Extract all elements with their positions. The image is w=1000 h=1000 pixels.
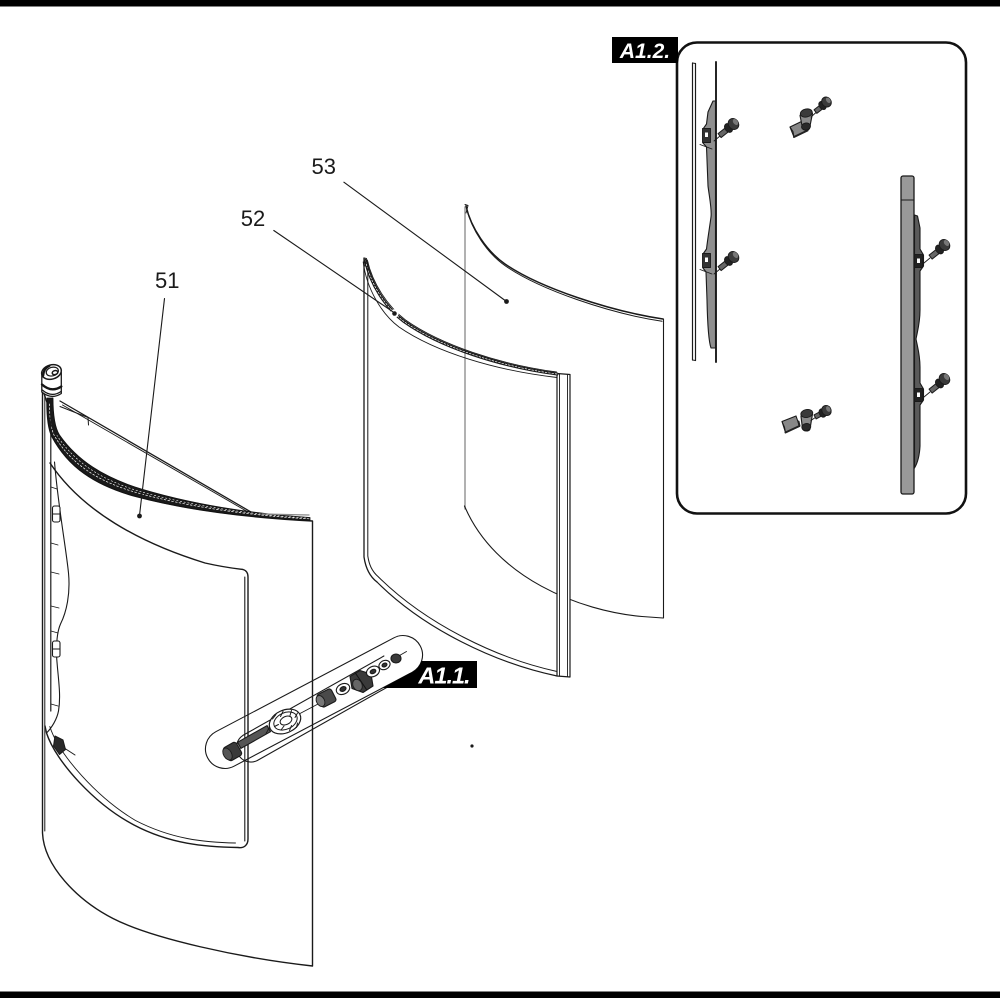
svg-text:53: 53 bbox=[311, 154, 335, 179]
svg-text:51: 51 bbox=[155, 268, 179, 293]
svg-text:A1.1.: A1.1. bbox=[417, 663, 469, 689]
svg-text:52: 52 bbox=[241, 206, 265, 231]
svg-text:A1.2.: A1.2. bbox=[619, 40, 670, 63]
